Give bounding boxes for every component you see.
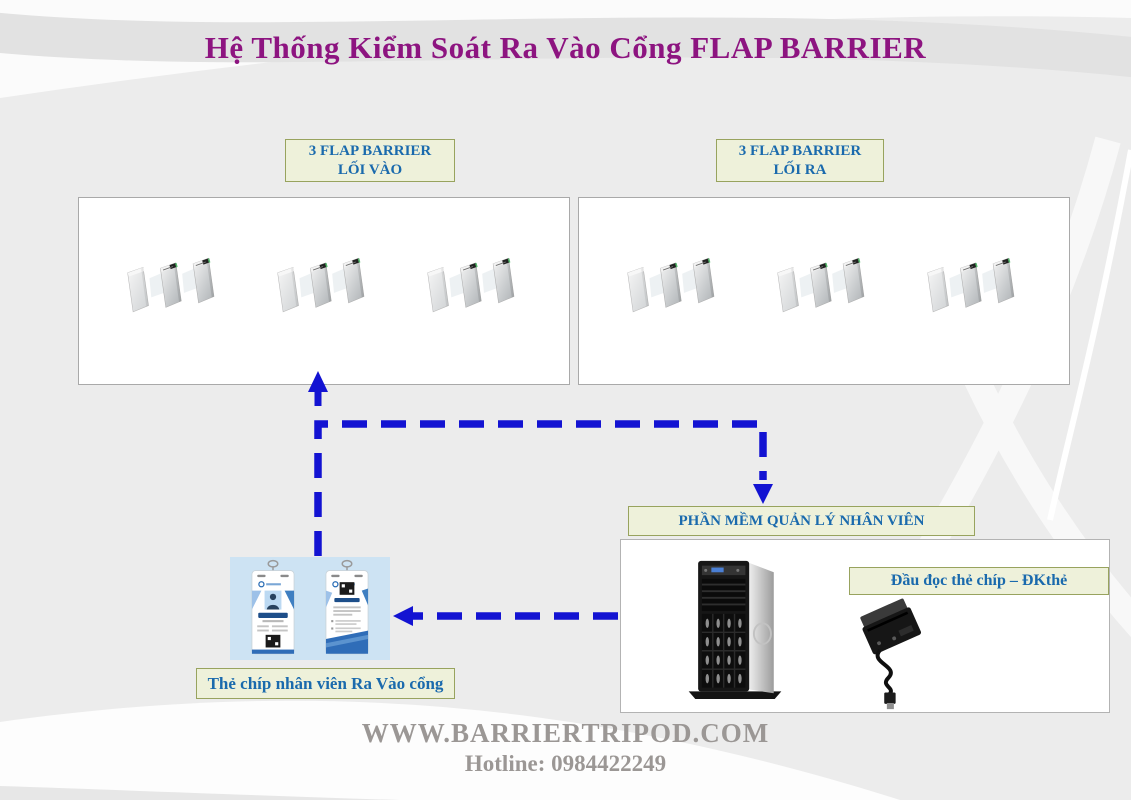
id-badge-front-image <box>242 559 304 658</box>
employee-cards-image <box>230 557 390 660</box>
flap-barrier-group-image <box>424 252 524 330</box>
page-title: Hệ Thống Kiểm Soát Ra Vào Cổng FLAP BARR… <box>204 30 927 65</box>
chip-card-reader-image <box>851 596 935 710</box>
exit-barrier-label: 3 FLAP BARRIER LỐI RA <box>716 139 884 182</box>
flap-barrier-group-image <box>624 252 724 330</box>
id-badge-back-image <box>316 559 378 658</box>
website-text: WWW.BARRIERTRIPOD.COM <box>361 718 770 748</box>
flap-barrier-group-image <box>124 252 224 330</box>
management-software-label: PHẦN MỀM QUẢN LÝ NHÂN VIÊN <box>628 506 975 536</box>
tower-server-image <box>683 553 787 705</box>
management-software-label-text: PHẦN MỀM QUẢN LÝ NHÂN VIÊN <box>678 512 925 529</box>
flap-barrier-group-image <box>274 252 374 330</box>
footer: WWW.BARRIERTRIPOD.COM Hotline: 098442224… <box>0 717 1131 779</box>
entrance-label-line2: LỐI VÀO <box>337 161 403 178</box>
flap-barrier-group-image <box>924 252 1024 330</box>
exit-label-line2: LỐI RA <box>773 161 827 178</box>
flap-barrier-group-image <box>774 252 874 330</box>
exit-label-line1: 3 FLAP BARRIER <box>738 142 862 159</box>
entrance-label-line1: 3 FLAP BARRIER <box>308 142 432 159</box>
server-and-reader-box: Đầu đọc thẻ chíp – ĐKthẻ <box>620 539 1110 713</box>
hotline-text: Hotline: 0984422249 <box>464 751 667 776</box>
exit-barriers-box <box>578 197 1070 385</box>
card-reader-label: Đầu đọc thẻ chíp – ĐKthẻ <box>849 567 1109 595</box>
card-reader-label-text: Đầu đọc thẻ chíp – ĐKthẻ <box>890 572 1068 589</box>
entrance-barriers-box <box>78 197 570 385</box>
employee-card-label-text: Thẻ chíp nhân viên Ra Vào cổng <box>207 673 444 693</box>
employee-card-label: Thẻ chíp nhân viên Ra Vào cổng <box>196 668 455 699</box>
entrance-barrier-label: 3 FLAP BARRIER LỐI VÀO <box>285 139 455 182</box>
